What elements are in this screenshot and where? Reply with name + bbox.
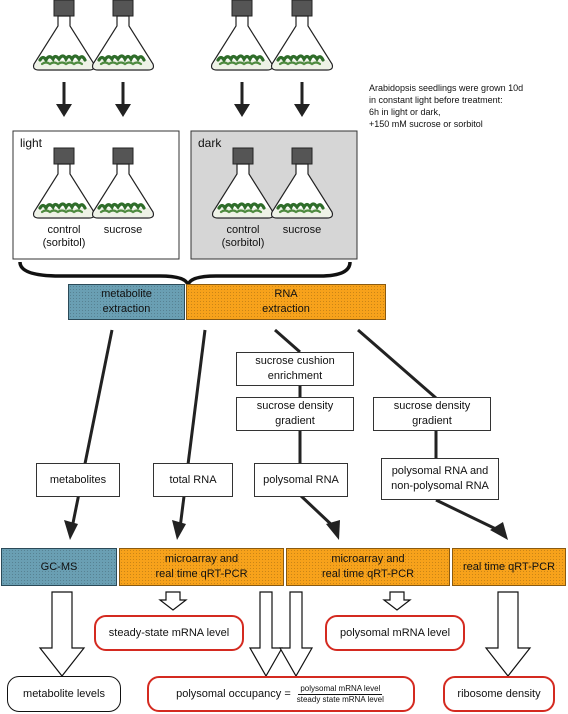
gcms-box: GC-MS: [1, 548, 117, 586]
array2-line-2: real time qRT-PCR: [321, 568, 415, 580]
arrow-head-4-icon: [294, 104, 310, 117]
hollow-arrow-metabolite-icon: [38, 591, 86, 677]
flow-arrow-array2-icon: [326, 520, 340, 540]
arrow-head-1-icon: [56, 104, 72, 117]
array-qrtpcr-2-box: microarray and real time qRT-PCR: [286, 548, 450, 586]
hollow-arrow-polysomal-icon: [382, 591, 412, 611]
flow-arrow-qrtpcr-icon: [490, 522, 508, 540]
hollow-arrows: [38, 591, 532, 678]
light-control-label: control (sorbitol): [24, 224, 104, 250]
density-mid-line-2: gradient: [275, 415, 315, 427]
dark-panel-bg: [190, 130, 358, 260]
dark-control-label: control (sorbitol): [203, 224, 283, 250]
cushion-line-2: enrichment: [267, 370, 323, 382]
polysomal-rna-box: polysomal RNA: [254, 463, 348, 497]
metabolite-extraction-line-1: metabolite: [101, 288, 152, 300]
density-right-line-1: sucrose density: [393, 400, 471, 412]
steady-state-result: steady-state mRNA level: [94, 615, 244, 651]
dark-control-line-1: control: [226, 224, 260, 236]
metabolite-levels-result: metabolite levels: [7, 676, 121, 712]
total-rna-box: total RNA: [153, 463, 233, 497]
brace-icon: [18, 261, 352, 286]
dark-control-line-2: (sorbitol): [221, 237, 265, 249]
flow-lines: [70, 328, 499, 532]
array1-line-2: real time qRT-PCR: [155, 568, 248, 580]
hollow-arrow-ribosome-icon: [484, 591, 532, 677]
qrtpcr-box: real time qRT-PCR: [452, 548, 566, 586]
ribosome-density-result: ribosome density: [443, 676, 555, 712]
poly-nonpoly-rna-box: polysomal RNA and non-polysomal RNA: [381, 458, 499, 500]
dark-sucrose-label: sucrose: [282, 224, 322, 236]
note-line-1: Arabidopsis seedlings were grown 10d: [369, 83, 524, 93]
arrow-head-3-icon: [234, 104, 250, 117]
flow-arrow-gcms-icon: [64, 520, 78, 540]
poly-nonpoly-line-2: non-polysomal RNA: [391, 480, 489, 492]
polysomal-occupancy-result: polysomal occupancy = polysomal mRNA lev…: [147, 676, 415, 712]
light-panel-bg: [12, 130, 180, 260]
array1-line-1: microarray and: [164, 553, 239, 565]
occupancy-denominator: steady state mRNA level: [296, 694, 384, 704]
poly-nonpoly-line-1: polysomal RNA and: [391, 465, 489, 477]
array-qrtpcr-1-box: microarray and real time qRT-PCR: [119, 548, 284, 586]
occupancy-label: polysomal occupancy =: [176, 687, 291, 700]
arrow-head-2-icon: [115, 104, 131, 117]
hollow-arrow-occupancy-1-icon: [248, 591, 284, 678]
metabolite-extraction-box: metabolite extraction: [68, 284, 185, 320]
dark-panel-label: dark: [198, 136, 222, 150]
light-control-line-2: (sorbitol): [42, 237, 86, 249]
density-right-line-2: gradient: [412, 415, 452, 427]
rna-extraction-line-2: extraction: [262, 303, 310, 315]
rna-extraction-box: RNA extraction: [186, 284, 386, 320]
metabolites-box: metabolites: [36, 463, 120, 497]
note-line-4: +150 mM sucrose or sorbitol: [369, 119, 483, 129]
polysomal-level-result: polysomal mRNA level: [325, 615, 465, 651]
light-sucrose-label: sucrose: [103, 224, 143, 236]
note-line-3: 6h in light or dark,: [369, 107, 441, 117]
hollow-arrow-occupancy-2-icon: [278, 591, 314, 678]
flask-top-2-icon: [90, 0, 156, 72]
flask-top-4-icon: [269, 0, 335, 72]
top-arrows: [62, 82, 304, 106]
array2-line-1: microarray and: [331, 553, 405, 565]
rna-extraction-line-1: RNA: [274, 288, 298, 300]
density-mid-line-1: sucrose density: [256, 400, 334, 412]
metabolite-extraction-line-2: extraction: [102, 303, 151, 315]
flow-arrow-array1-icon: [172, 520, 186, 540]
flask-top-1-icon: [31, 0, 97, 72]
occupancy-fraction: polysomal mRNA level steady state mRNA l…: [295, 684, 386, 705]
experiment-note: Arabidopsis seedlings were grown 10d in …: [369, 82, 559, 130]
hollow-arrow-steady-icon: [158, 591, 188, 611]
sucrose-cushion-box: sucrose cushion enrichment: [236, 352, 354, 386]
note-line-2: in constant light before treatment:: [369, 95, 503, 105]
density-gradient-right-box: sucrose density gradient: [373, 397, 491, 431]
cushion-line-1: sucrose cushion: [255, 355, 335, 367]
light-control-line-1: control: [47, 224, 81, 236]
flask-top-3-icon: [209, 0, 275, 72]
occupancy-numerator: polysomal mRNA level: [298, 683, 383, 695]
density-gradient-mid-box: sucrose density gradient: [236, 397, 354, 431]
light-panel-label: light: [20, 136, 43, 150]
